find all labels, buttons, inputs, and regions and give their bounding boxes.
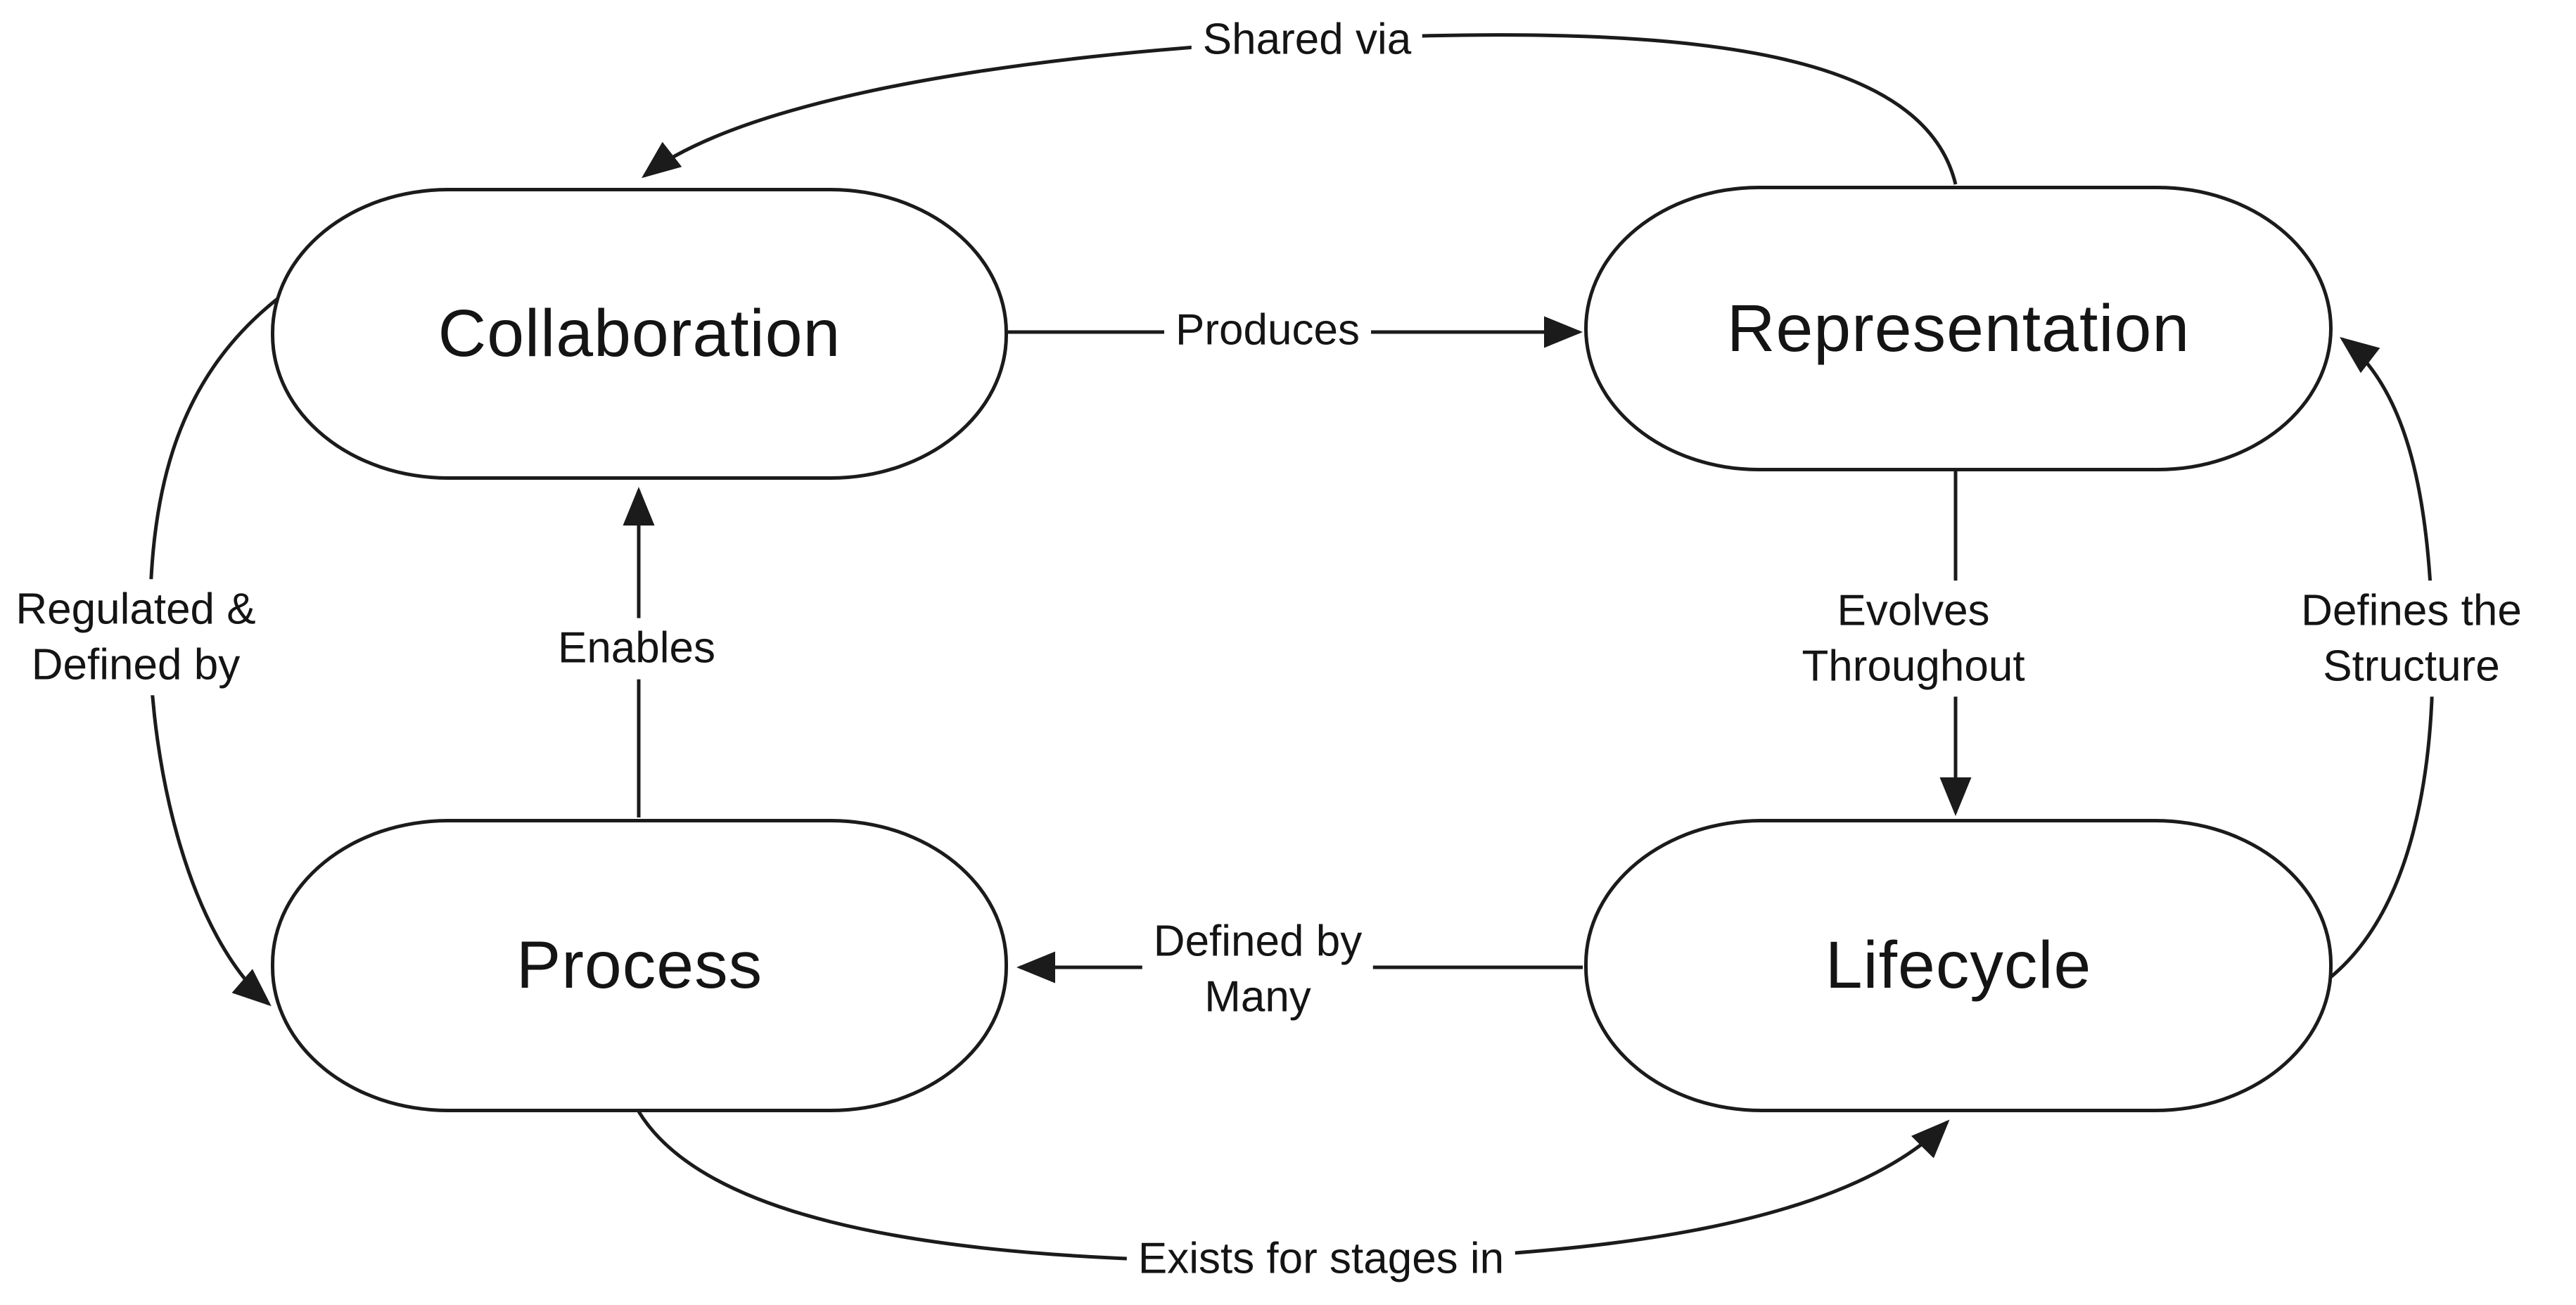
edge-label-regulated-defined-by: Regulated & Defined by xyxy=(4,579,267,696)
node-process-label: Process xyxy=(516,928,763,1002)
edge-label-enables: Enables xyxy=(546,618,727,680)
node-lifecycle: Lifecycle xyxy=(1584,819,2333,1112)
edge-label-defines-the-structure: Defines the Structure xyxy=(2290,580,2533,697)
edge-label-shared-via: Shared via xyxy=(1191,9,1423,71)
node-collaboration-label: Collaboration xyxy=(438,296,841,371)
node-representation-label: Representation xyxy=(1726,291,2191,366)
edge-label-evolves-throughout: Evolves Throughout xyxy=(1790,580,2036,697)
edge-label-defined-by-many: Defined by Many xyxy=(1142,911,1374,1028)
edge-label-exists-for-stages-in: Exists for stages in xyxy=(1126,1228,1516,1290)
node-process: Process xyxy=(271,819,1008,1112)
node-collaboration: Collaboration xyxy=(271,188,1008,480)
node-representation: Representation xyxy=(1584,186,2333,471)
node-lifecycle-label: Lifecycle xyxy=(1825,928,2092,1002)
edge-label-produces: Produces xyxy=(1164,300,1371,362)
